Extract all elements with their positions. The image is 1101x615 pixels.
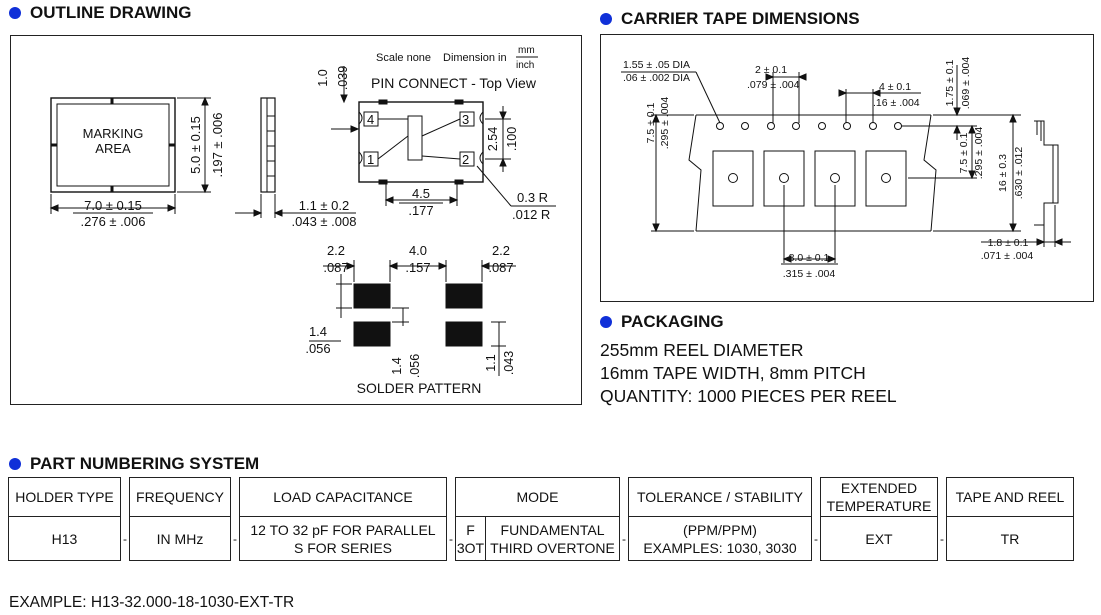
vgap-in: .056	[408, 354, 422, 378]
packaging-line: QUANTITY: 1000 PIECES PER REEL	[600, 386, 897, 406]
e-mm: 1.75 ± 0.1	[944, 60, 956, 107]
value-holder: H13	[8, 516, 121, 561]
carrier-tape-drawing: 1.55 ± .05 DIA .06 ± .002 DIA 2 ± 0.1 .0…	[621, 57, 1071, 280]
gap-mm: 4.0	[409, 243, 427, 258]
p2-in: .079 ± .004	[747, 79, 800, 91]
bullet-icon	[9, 7, 21, 19]
marking-label: MARKING	[83, 126, 144, 141]
pin-4: 4	[367, 112, 374, 127]
p0-mm: 4 ± 0.1	[879, 81, 911, 93]
pad-w2-mm: 2.2	[492, 243, 510, 258]
pad-h2-in: .043	[502, 351, 516, 375]
pitch-in: .315 ± .004	[783, 268, 836, 280]
pad-h-mm: 1.4	[309, 324, 327, 339]
span-mm: 4.5	[412, 186, 430, 201]
bullet-icon	[9, 458, 21, 470]
pad-w-mm: 2.2	[327, 243, 345, 258]
pad-w2-in: .087	[488, 260, 513, 275]
area-label: AREA	[95, 141, 131, 156]
span-in: .177	[408, 203, 433, 218]
pad-h-in: .056	[305, 341, 330, 356]
height-mm: 5.0 ± 0.15	[188, 116, 203, 174]
dimension-label: Dimension in	[443, 52, 507, 64]
f-mm: 7.5 ± 0.1	[958, 132, 970, 173]
header-holder: HOLDER TYPE	[8, 477, 121, 517]
hole-dia-mm: 1.55 ± .05 DIA	[623, 59, 690, 71]
value-load: 12 TO 32 pF FOR PARALLEL S FOR SERIES	[239, 516, 447, 561]
dash-separator: -	[449, 531, 453, 546]
dash-separator: -	[622, 531, 626, 546]
thick-in: .043 ± .008	[292, 214, 357, 229]
vgap-mm: 1.4	[390, 357, 404, 374]
thick-mm: 1.1 ± 0.2	[299, 198, 350, 213]
hole-dia-in: .06 ± .002 DIA	[623, 72, 690, 84]
p0-in: .16 ± .004	[873, 97, 920, 109]
depth-mm: 1.8 ± 0.1	[988, 237, 1029, 249]
value-mode-code: F 3OT	[455, 516, 486, 561]
width-mm: 7.0 ± 0.15	[84, 198, 142, 213]
height-in: .197 ± .006	[210, 113, 225, 178]
top-in: .039	[336, 66, 350, 90]
outline-title: OUTLINE DRAWING	[9, 3, 192, 23]
packaging-line: 255mm REEL DIAMETER	[600, 340, 804, 360]
dash-separator: -	[123, 531, 127, 546]
packaging-title: PACKAGING	[600, 312, 724, 332]
header-frequency: FREQUENCY	[129, 477, 231, 517]
w-mm: 16 ± 0.3	[997, 154, 1009, 192]
value-mode-desc: FUNDAMENTAL THIRD OVERTONE	[485, 516, 620, 561]
e-in: .069 ± .004	[960, 57, 972, 110]
top-mm: 1.0	[316, 69, 330, 86]
header-tape: TAPE AND REEL	[946, 477, 1074, 517]
pitch-mm: 8.0 ± 0.1	[789, 252, 830, 264]
header-row: HOLDER TYPE FREQUENCY LOAD CAPACITANCE M…	[8, 477, 1074, 517]
pitch-in: .100	[505, 127, 519, 151]
dash-separator: -	[814, 531, 818, 546]
value-tape: TR	[946, 516, 1074, 561]
gap-in: .157	[405, 260, 430, 275]
pin-3: 3	[462, 112, 469, 127]
value-ext: EXT	[820, 516, 938, 561]
dash-separator: -	[233, 531, 237, 546]
dash-separator: -	[940, 531, 944, 546]
outline-drawing: Scale none Dimension in mm inch PIN CONN…	[49, 45, 556, 396]
value-frequency: IN MHz	[129, 516, 231, 561]
depth-in: .071 ± .004	[981, 250, 1034, 262]
p2-mm: 2 ± 0.1	[755, 64, 787, 76]
outline-drawing-panel: Scale none Dimension in mm inch PIN CONN…	[10, 35, 582, 405]
header-extended: EXTENDED TEMPERATURE	[820, 477, 938, 517]
width-in: .276 ± .006	[81, 214, 146, 229]
left-mm: 7.5 ± 0.1	[645, 102, 657, 143]
part-numbering-table: HOLDER TYPE FREQUENCY LOAD CAPACITANCE M…	[8, 477, 1074, 561]
example-part-number: EXAMPLE: H13-32.000-18-1030-EXT-TR	[9, 594, 295, 611]
header-tolerance: TOLERANCE / STABILITY	[628, 477, 812, 517]
pitch-mm: 2.54	[486, 127, 500, 151]
pin-2: 2	[462, 152, 469, 167]
pad-h2-mm: 1.1	[484, 354, 498, 371]
left-in: .295 ± .004	[659, 97, 671, 150]
value-row: H13 - IN MHz - 12 TO 32 pF FOR PARALLEL …	[8, 516, 1074, 561]
header-mode: MODE	[455, 477, 620, 517]
w-in: .630 ± .012	[1013, 147, 1025, 200]
packaging-line: 16mm TAPE WIDTH, 8mm PITCH	[600, 363, 866, 383]
radius-mm: 0.3 R	[517, 190, 548, 205]
unit-inch: inch	[516, 60, 534, 71]
solder-pattern-label: SOLDER PATTERN	[357, 380, 482, 396]
unit-mm: mm	[518, 45, 535, 56]
bullet-icon	[600, 316, 612, 328]
scale-label: Scale none	[376, 52, 431, 64]
pin-1: 1	[367, 152, 374, 167]
pin-connect-label: PIN CONNECT - Top View	[371, 75, 537, 91]
carrier-tape-panel: 1.55 ± .05 DIA .06 ± .002 DIA 2 ± 0.1 .0…	[600, 34, 1094, 302]
carrier-title: CARRIER TAPE DIMENSIONS	[600, 9, 860, 29]
part-numbering-title: PART NUMBERING SYSTEM	[9, 454, 259, 474]
pad-w-in: .087	[323, 260, 348, 275]
bullet-icon	[600, 13, 612, 25]
radius-in: .012 R	[512, 207, 550, 222]
f-in: .295 ± .004	[973, 127, 985, 180]
header-load: LOAD CAPACITANCE	[239, 477, 447, 517]
value-tolerance: (PPM/PPM) EXAMPLES: 1030, 3030	[628, 516, 812, 561]
